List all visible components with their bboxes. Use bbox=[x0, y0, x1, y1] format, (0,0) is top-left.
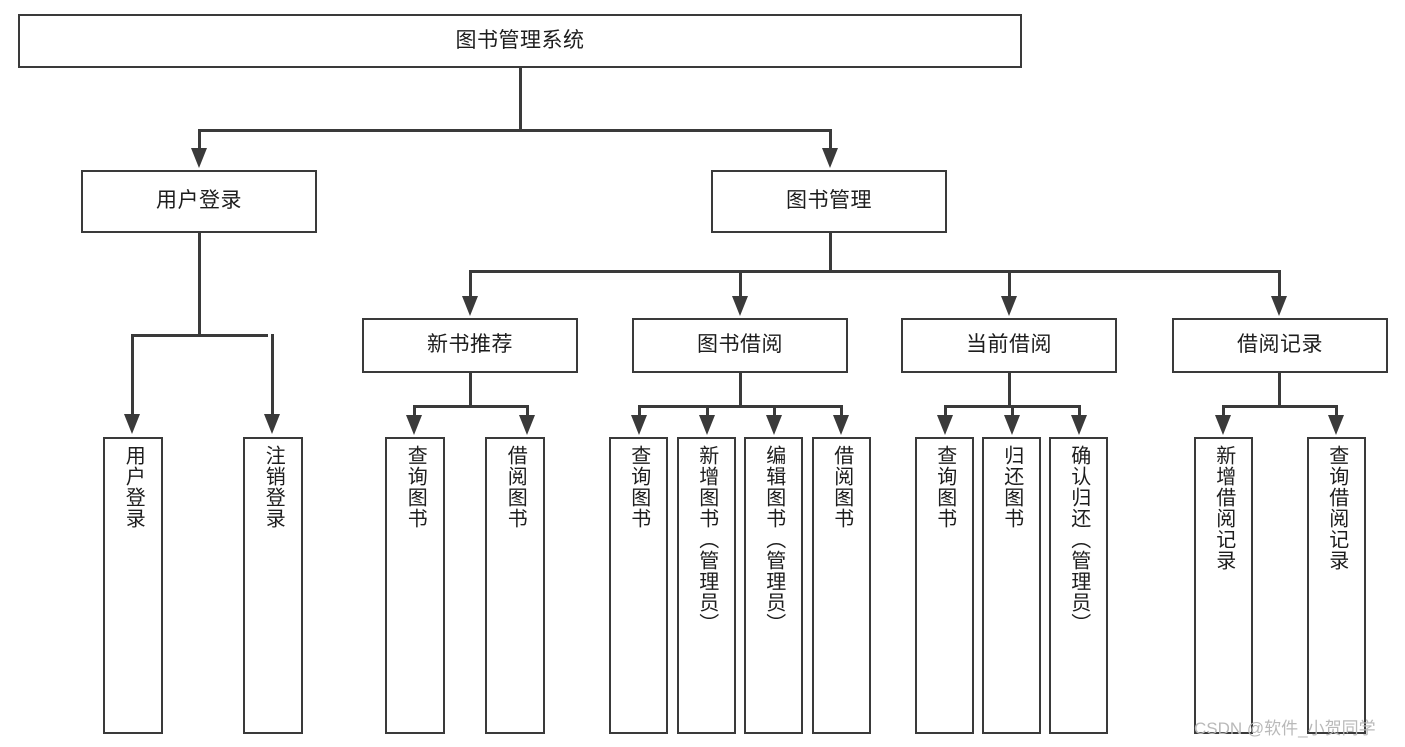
connector-bb-child-4 bbox=[840, 405, 843, 417]
connector-bb-child-2 bbox=[706, 405, 709, 417]
connector-to-current-borrow bbox=[1008, 270, 1011, 298]
node-label: 查询图书 bbox=[933, 445, 956, 529]
arrowhead-new-book-recommend bbox=[462, 296, 478, 316]
connector-br-child-1 bbox=[1222, 405, 1225, 417]
connector-level2-bus bbox=[198, 129, 831, 132]
leaf-cb-query-book[interactable]: 查询图书 bbox=[915, 437, 974, 734]
node-label: 编辑图书（管理员） bbox=[762, 445, 785, 634]
arrowhead-cb-confirm-return bbox=[1071, 415, 1087, 435]
leaf-cb-return-book[interactable]: 归还图书 bbox=[982, 437, 1041, 734]
arrowhead-nbr-query-book bbox=[406, 415, 422, 435]
arrowhead-book-management bbox=[822, 148, 838, 168]
node-user-login[interactable]: 用户登录 bbox=[81, 170, 317, 233]
connector-br-child-2 bbox=[1335, 405, 1338, 417]
connector-user-login-child-1 bbox=[131, 334, 134, 416]
connector-level3-bus bbox=[469, 270, 1281, 273]
arrowhead-current-borrow bbox=[1001, 296, 1017, 316]
node-label: 图书管理系统 bbox=[455, 28, 585, 52]
node-new-book-recommend[interactable]: 新书推荐 bbox=[362, 318, 578, 373]
node-label: 借阅图书 bbox=[504, 445, 527, 529]
leaf-cb-confirm-return[interactable]: 确认归还（管理员） bbox=[1049, 437, 1108, 734]
connector-cb-child-1 bbox=[944, 405, 947, 417]
node-book-borrow[interactable]: 图书借阅 bbox=[632, 318, 848, 373]
node-label: 新增借阅记录 bbox=[1212, 445, 1235, 571]
node-label: 图书借阅 bbox=[697, 333, 783, 357]
connector-current-borrow-stem bbox=[1008, 373, 1011, 406]
connector-borrow-record-bus bbox=[1222, 405, 1337, 408]
connector-user-login-bus bbox=[131, 334, 268, 337]
node-current-borrow[interactable]: 当前借阅 bbox=[901, 318, 1117, 373]
leaf-bb-query-book[interactable]: 查询图书 bbox=[609, 437, 668, 734]
connector-book-borrow-stem bbox=[739, 373, 742, 406]
arrowhead-br-add-record bbox=[1215, 415, 1231, 435]
arrowhead-cb-query-book bbox=[937, 415, 953, 435]
connector-to-new-book-recommend bbox=[469, 270, 472, 298]
node-label: 查询图书 bbox=[627, 445, 650, 529]
arrowhead-bb-edit-book bbox=[766, 415, 782, 435]
leaf-br-query-record[interactable]: 查询借阅记录 bbox=[1307, 437, 1366, 734]
arrowhead-nbr-borrow-book bbox=[519, 415, 535, 435]
node-label: 查询借阅记录 bbox=[1325, 445, 1348, 571]
connector-new-book-recommend-bus bbox=[413, 405, 528, 408]
node-label: 借阅图书 bbox=[830, 445, 853, 529]
connector-to-book-borrow bbox=[739, 270, 742, 298]
connector-book-borrow-bus bbox=[638, 405, 842, 408]
node-root-book-management-system[interactable]: 图书管理系统 bbox=[18, 14, 1022, 68]
connector-borrow-record-stem bbox=[1278, 373, 1281, 406]
connector-new-book-recommend-stem bbox=[469, 373, 472, 406]
connector-to-borrow-record bbox=[1278, 270, 1281, 298]
arrowhead-user-login bbox=[191, 148, 207, 168]
connector-user-login-stem bbox=[198, 233, 201, 335]
connector-book-management-stem bbox=[829, 233, 832, 271]
leaf-br-add-record[interactable]: 新增借阅记录 bbox=[1194, 437, 1253, 734]
node-label: 借阅记录 bbox=[1237, 333, 1323, 357]
leaf-logout[interactable]: 注销登录 bbox=[243, 437, 303, 734]
connector-cb-child-3 bbox=[1078, 405, 1081, 417]
arrowhead-book-borrow bbox=[732, 296, 748, 316]
node-label: 注销登录 bbox=[262, 445, 285, 529]
arrowhead-borrow-record bbox=[1271, 296, 1287, 316]
arrowhead-cb-return-book bbox=[1004, 415, 1020, 435]
node-label: 图书管理 bbox=[786, 189, 872, 213]
arrowhead-leaf-logout bbox=[264, 414, 280, 434]
arrowhead-bb-borrow-book bbox=[833, 415, 849, 435]
node-label: 新书推荐 bbox=[427, 333, 513, 357]
connector-to-user-login bbox=[198, 129, 201, 150]
leaf-user-login[interactable]: 用户登录 bbox=[103, 437, 163, 734]
connector-user-login-child-2 bbox=[271, 334, 274, 416]
leaf-bb-add-book[interactable]: 新增图书（管理员） bbox=[677, 437, 736, 734]
node-book-management[interactable]: 图书管理 bbox=[711, 170, 947, 233]
node-label: 确认归还（管理员） bbox=[1067, 445, 1090, 634]
node-label: 查询图书 bbox=[404, 445, 427, 529]
node-label: 当前借阅 bbox=[966, 333, 1052, 357]
arrowhead-leaf-user-login bbox=[124, 414, 140, 434]
leaf-nbr-query-book[interactable]: 查询图书 bbox=[385, 437, 445, 734]
arrowhead-br-query-record bbox=[1328, 415, 1344, 435]
connector-nbr-child-2 bbox=[526, 405, 529, 417]
connector-to-book-management bbox=[829, 129, 832, 150]
node-label: 新增图书（管理员） bbox=[695, 445, 718, 634]
node-borrow-record[interactable]: 借阅记录 bbox=[1172, 318, 1388, 373]
arrowhead-bb-query-book bbox=[631, 415, 647, 435]
leaf-bb-edit-book[interactable]: 编辑图书（管理员） bbox=[744, 437, 803, 734]
connector-bb-child-3 bbox=[773, 405, 776, 417]
connector-root-stem bbox=[519, 68, 522, 130]
leaf-nbr-borrow-book[interactable]: 借阅图书 bbox=[485, 437, 545, 734]
node-label: 用户登录 bbox=[156, 189, 242, 213]
node-label: 归还图书 bbox=[1000, 445, 1023, 529]
arrowhead-bb-add-book bbox=[699, 415, 715, 435]
connector-cb-child-2 bbox=[1011, 405, 1014, 417]
csdn-watermark: CSDN @软件_小贺同学 bbox=[1194, 719, 1376, 738]
connector-bb-child-1 bbox=[638, 405, 641, 417]
leaf-bb-borrow-book[interactable]: 借阅图书 bbox=[812, 437, 871, 734]
node-label: 用户登录 bbox=[122, 445, 145, 529]
connector-nbr-child-1 bbox=[413, 405, 416, 417]
